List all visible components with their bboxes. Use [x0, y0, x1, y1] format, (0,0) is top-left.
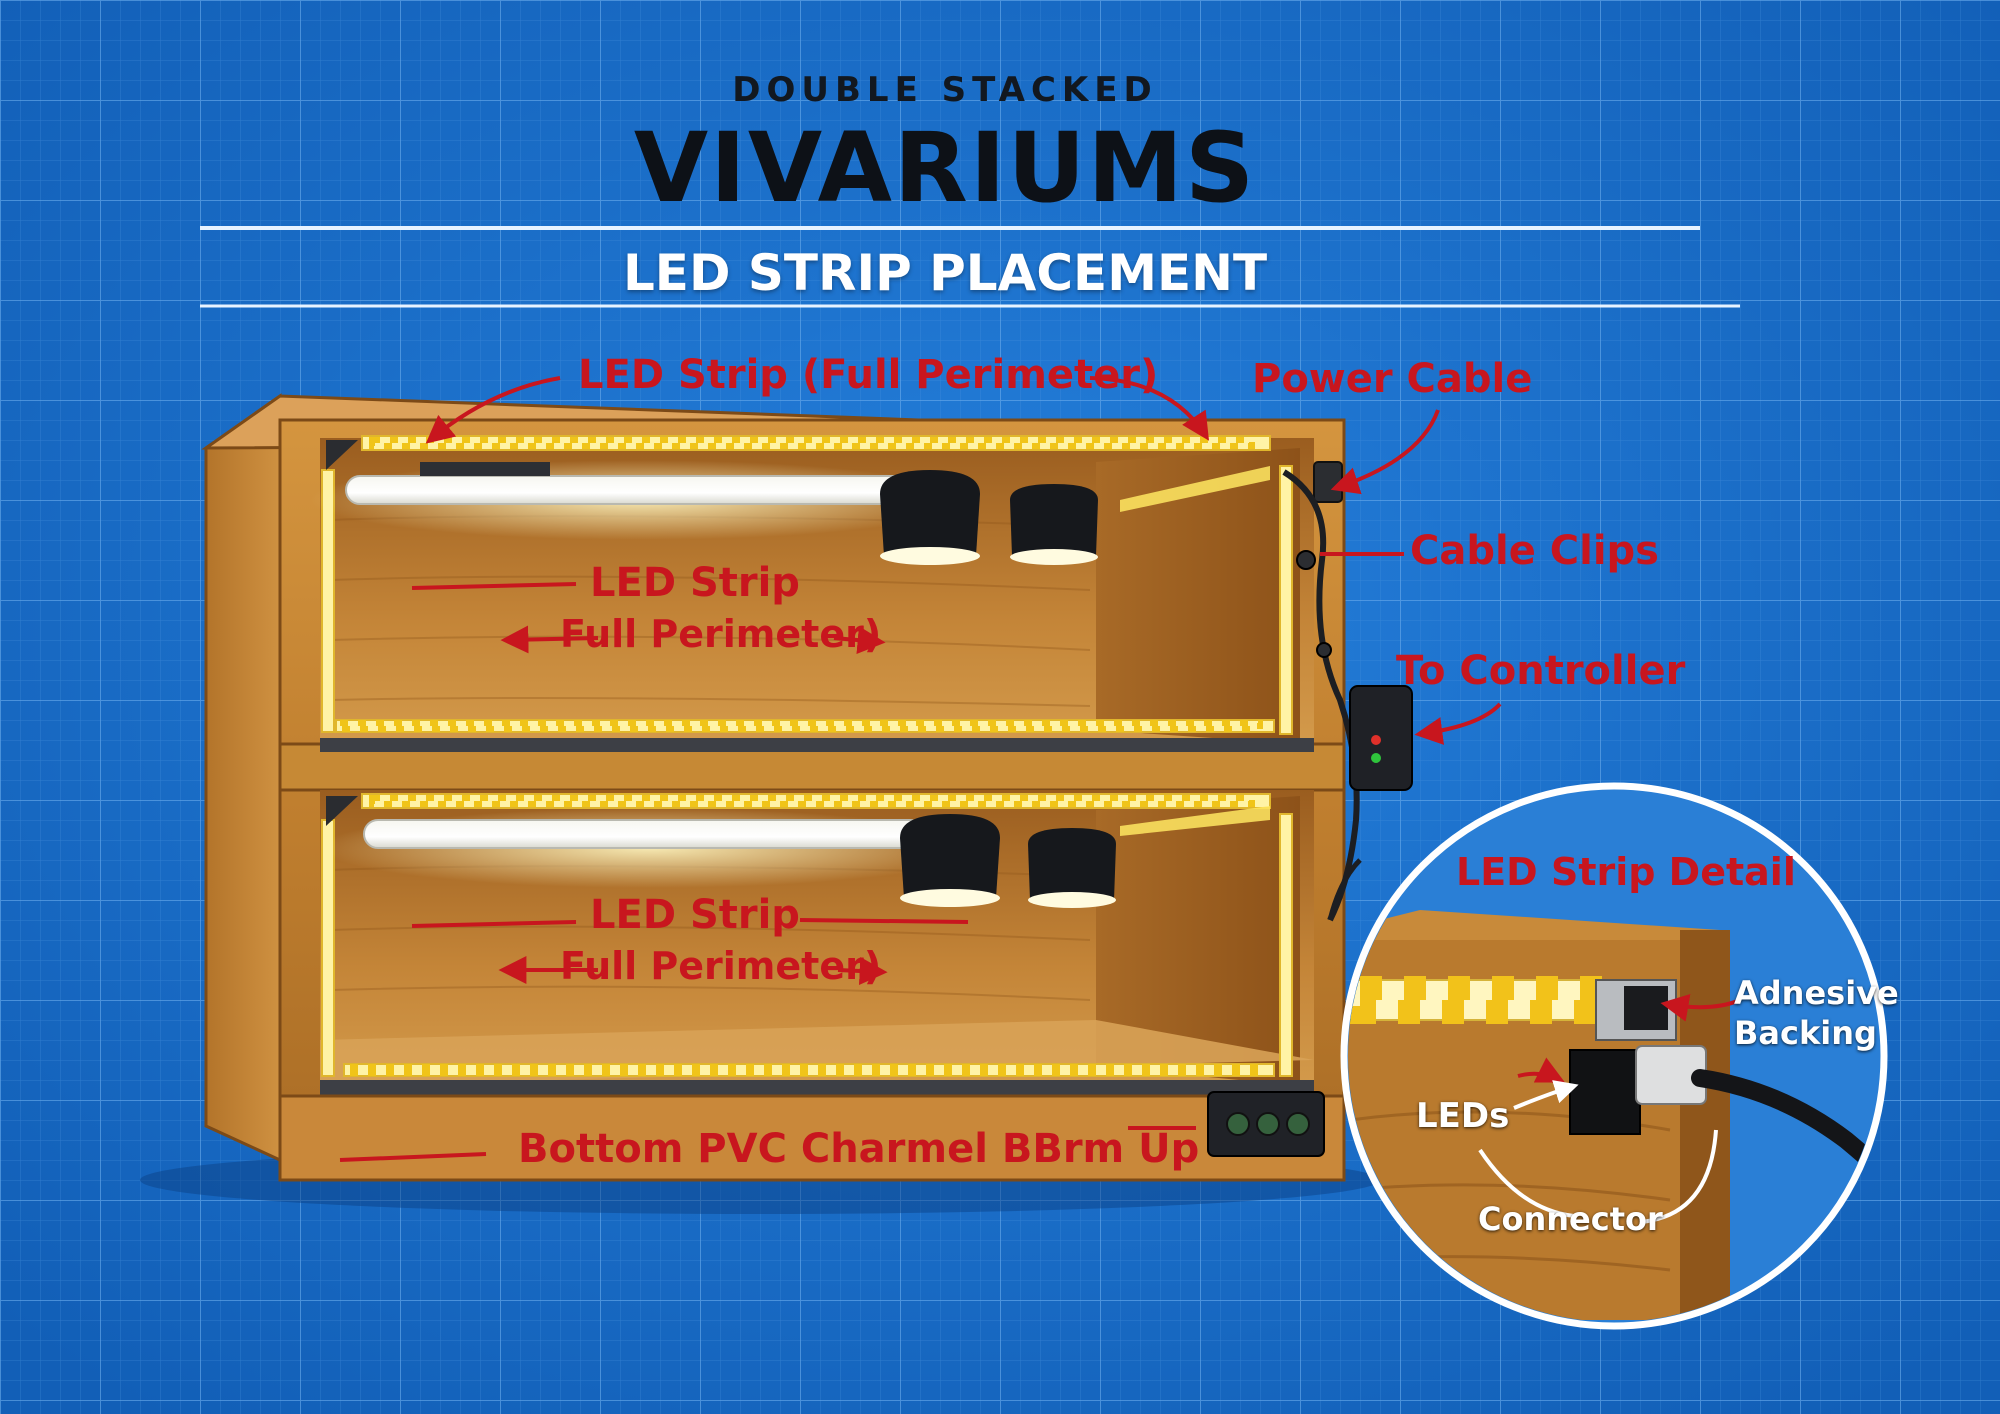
cable-clip-2 — [1316, 642, 1332, 658]
detail-connector-block — [1569, 1049, 1641, 1135]
controller-box — [1349, 685, 1413, 791]
lower-interior-right-wall — [1096, 796, 1300, 1086]
upper-uv-tube — [345, 475, 917, 505]
page-title: VIVARIUMS — [633, 112, 1257, 224]
controller-cable — [1327, 858, 1362, 921]
power-cable-run — [1282, 469, 1360, 922]
upper-interior-right-wall — [1096, 448, 1300, 744]
label-upper-led-strip: LED Strip — [590, 560, 800, 606]
label-adhesive-line1: Adnesive — [1734, 974, 1899, 1012]
junction-port-2 — [1256, 1112, 1280, 1136]
junction-port-1 — [1226, 1112, 1250, 1136]
upper-led-dots — [337, 437, 1263, 732]
label-led-strip-full-perimeter: LED Strip (Full Perimeter) — [578, 352, 1159, 398]
power-socket — [1313, 461, 1343, 503]
page-subtitle: LED STRIP PLACEMENT — [622, 244, 1268, 302]
cabinet-base — [278, 1094, 1346, 1182]
label-upper-full-perimeter: Full Perimeter) — [560, 612, 882, 656]
junction-port-3 — [1286, 1112, 1310, 1136]
cable-clip-1 — [1296, 550, 1316, 570]
lower-led-dots — [347, 795, 1263, 1076]
label-leds: LEDs — [1416, 1096, 1510, 1136]
label-lower-full-perimeter: Full Perimeter) — [560, 944, 882, 988]
label-power-cable: Power Cable — [1252, 356, 1533, 402]
detail-arrows — [1478, 1080, 1718, 1224]
lower-uv-tube — [363, 819, 925, 849]
vivarium-cabinet — [201, 393, 1413, 1182]
detail-adhesive-pad — [1624, 986, 1668, 1030]
lower-dome-lamp-2 — [1028, 828, 1116, 908]
upper-dome-lamp-2 — [1010, 484, 1098, 565]
upper-dome-lamp-1 — [880, 470, 980, 565]
lower-track-channel — [320, 1080, 1314, 1096]
upper-corner-bracket — [326, 440, 358, 470]
controller-indicator-red — [1371, 735, 1381, 745]
annotation-arrows — [339, 376, 1741, 1162]
cabinet-left-side — [204, 393, 282, 1163]
upper-track-channel — [320, 738, 1314, 752]
lower-corner-bracket — [326, 796, 358, 826]
header-kicker: DOUBLE STACKED — [732, 70, 1158, 110]
label-lower-led-strip: LED Strip — [590, 892, 800, 938]
label-cable-clips: Cable Clips — [1410, 528, 1659, 574]
label-to-controller: To Controller — [1396, 648, 1686, 694]
upper-tube-bracket — [420, 462, 550, 476]
detail-title: LED Strip Detail — [1456, 850, 1796, 894]
label-bottom-channel: Bottom PVC Charmel BBrm Up — [518, 1126, 1200, 1172]
label-connector: Connector — [1478, 1200, 1663, 1238]
controller-indicator-green — [1371, 753, 1381, 763]
label-adhesive-line2: Backing — [1734, 1014, 1877, 1052]
lower-dome-lamp-1 — [900, 814, 1000, 907]
detail-wood-side — [1680, 930, 1730, 1320]
led-strip-detail-inset — [1340, 782, 1888, 1330]
